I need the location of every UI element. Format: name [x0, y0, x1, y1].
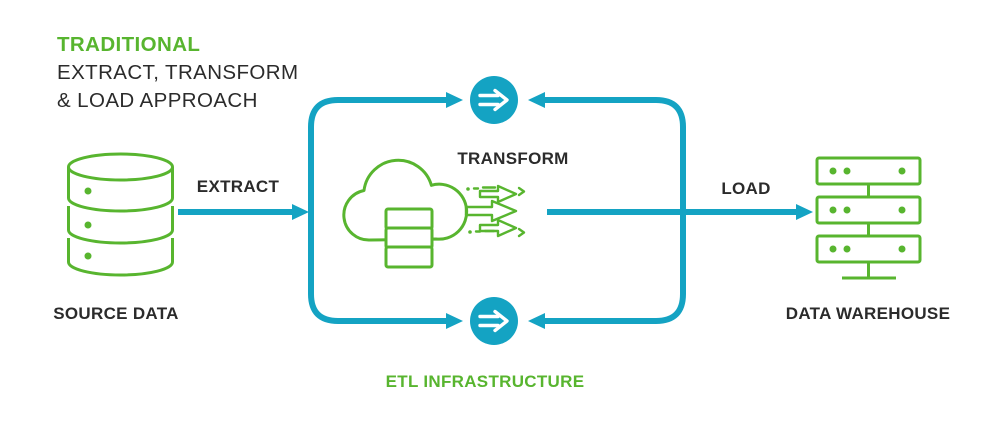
load-label: LOAD [721, 179, 771, 198]
title-line-traditional: TRADITIONAL [57, 33, 201, 56]
title-line-load-approach: & LOAD APPROACH [57, 89, 258, 112]
extract-label: EXTRACT [196, 177, 280, 196]
page-title: TRADITIONAL EXTRACT, TRANSFORM & LOAD AP… [57, 31, 298, 115]
server-stack-icon [815, 156, 922, 280]
cloud-database-icon [342, 158, 469, 269]
etl-infrastructure-label: ETL INFRASTRUCTURE [385, 372, 585, 391]
source-data-label: SOURCE DATA [53, 304, 179, 323]
load-arrow [547, 204, 813, 220]
transform-circle-top-icon [470, 76, 518, 124]
speed-arrows-icon [464, 184, 526, 238]
data-warehouse-label: DATA WAREHOUSE [785, 304, 951, 323]
transform-label: TRANSFORM [457, 149, 569, 168]
source-database-icon [67, 152, 174, 277]
extract-arrow [178, 204, 309, 220]
transform-circle-bottom-icon [470, 297, 518, 345]
title-line-extract-transform: EXTRACT, TRANSFORM [57, 61, 299, 84]
